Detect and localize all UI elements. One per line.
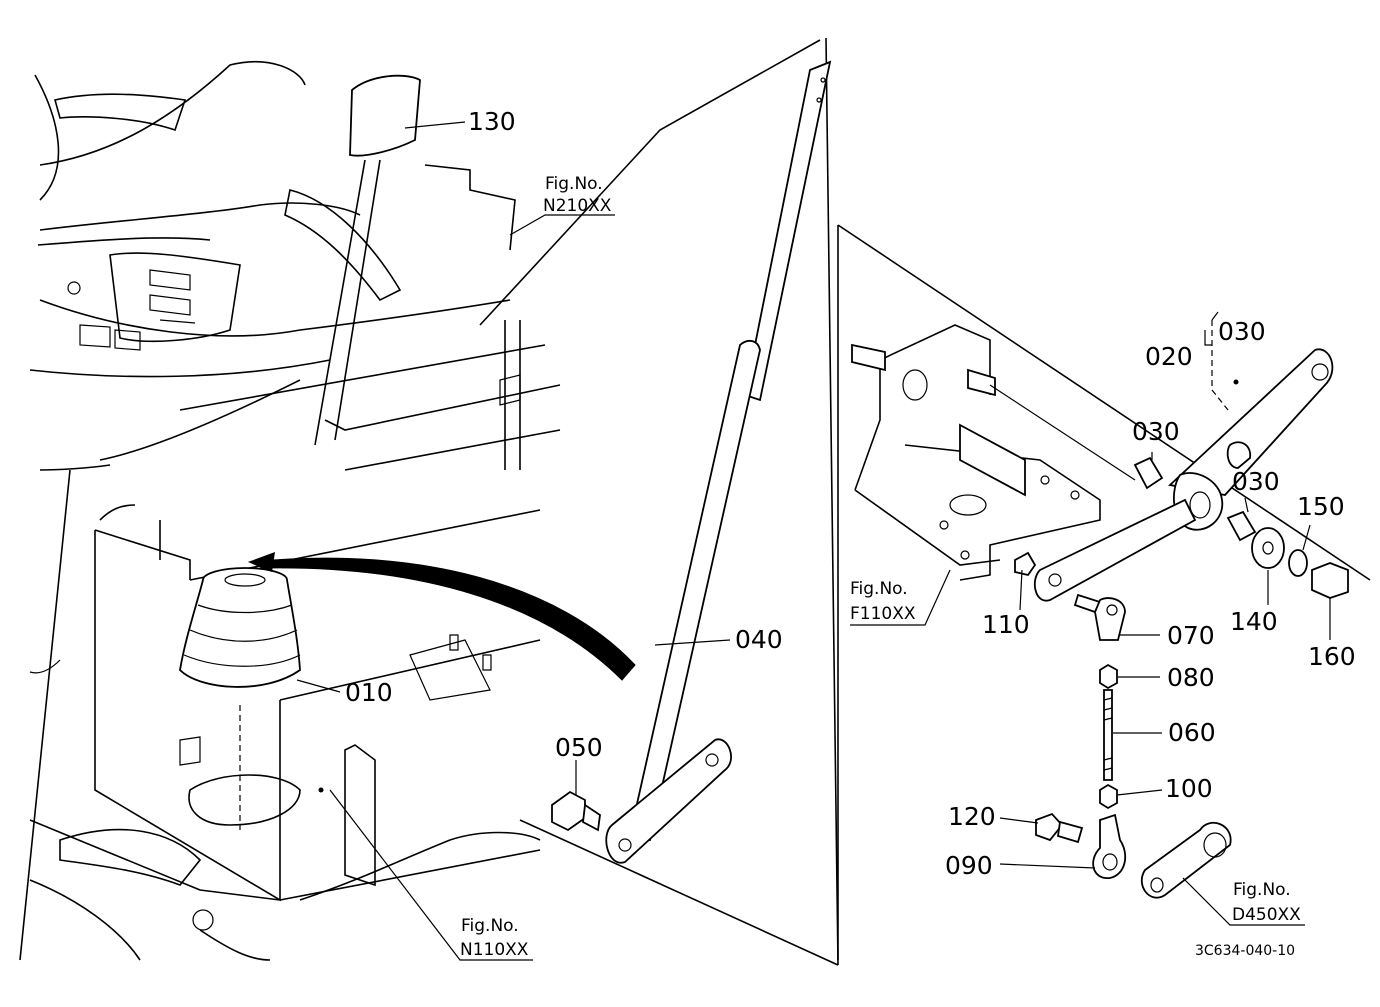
fig-ref-code: N110XX [460,940,529,960]
fig-ref-code: N210XX [543,196,612,216]
callout-150: 150 [1297,492,1345,521]
fig-ref-title: Fig.No. [1233,880,1291,900]
callout-100: 100 [1165,774,1213,803]
callout-140: 140 [1230,607,1278,636]
callout-030-collar: 030 [1232,467,1280,496]
callout-040: 040 [735,625,783,654]
callout-010: 010 [345,678,393,707]
callout-030-bushing: 030 [1132,417,1180,446]
callout-070: 070 [1167,621,1215,650]
fig-ref-title: Fig.No. [461,916,519,936]
callout-030-top: 030 [1218,317,1266,346]
callout-130: 130 [468,107,516,136]
callout-160: 160 [1308,642,1356,671]
callout-020: 020 [1145,342,1193,371]
callout-090: 090 [945,851,993,880]
callout-060: 060 [1168,718,1216,747]
drawing-code: 3C634-040-10 [1195,943,1295,959]
figure-reference-n110[interactable]: Fig.No. N110XX [460,916,529,960]
figure-reference-n210[interactable]: Fig.No. N210XX [543,174,612,216]
control-rod-drawing [479,37,839,966]
fig-ref-title: Fig.No. [545,174,603,194]
linkage-detail-drawing [837,224,1371,960]
leader-lines [296,121,1331,961]
callout-120: 120 [948,802,996,831]
fig-ref-code: D450XX [1232,905,1301,925]
callout-110: 110 [982,610,1030,639]
callout-050: 050 [555,733,603,762]
callout-080: 080 [1167,663,1215,692]
fig-ref-code: F110XX [850,604,916,624]
console-assembly-drawing [19,61,636,961]
figure-reference-f110[interactable]: Fig.No. F110XX [850,579,916,624]
figure-reference-d450[interactable]: Fig.No. D450XX [1232,880,1301,925]
callout-labels: 130 010 040 050 020 030 030 030 150 140 … [345,107,1356,880]
fig-ref-title: Fig.No. [850,579,908,599]
